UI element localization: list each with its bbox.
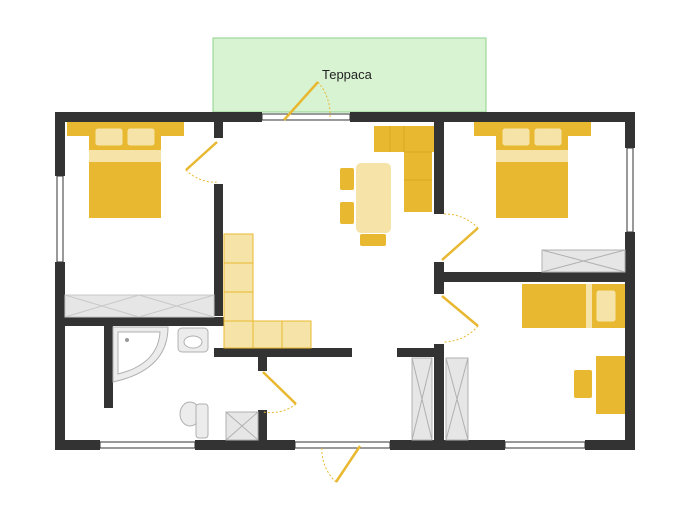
wall-bedroom2-bottom	[434, 272, 635, 282]
sofa-seams	[389, 126, 432, 181]
pillow-1a	[94, 127, 124, 147]
bathtub-inner	[117, 331, 161, 375]
pillow-2b	[533, 127, 563, 147]
door-bedroom1	[185, 141, 218, 171]
wall-bottom-right	[585, 440, 635, 450]
window-left	[56, 175, 64, 263]
single-bed-pillow	[595, 289, 617, 323]
wall-right-top	[625, 112, 635, 148]
counter-cell	[281, 320, 312, 349]
wardrobe-1-x	[64, 294, 215, 318]
desk	[596, 356, 625, 414]
door-entrance	[334, 445, 362, 483]
wall-bottom-left	[55, 440, 100, 450]
bedroom-2	[474, 122, 626, 273]
dining-table	[356, 163, 391, 233]
pillow-2a	[501, 127, 531, 147]
blanket-fold-1	[89, 150, 161, 162]
window-bottom-right	[504, 441, 586, 449]
chair-3	[360, 234, 386, 246]
nightstand-left	[67, 122, 91, 136]
chair-2	[340, 202, 354, 224]
window-bottom-left	[99, 441, 196, 449]
wall-bath-right-low	[258, 410, 267, 440]
counter-cell	[223, 291, 254, 322]
hall-closets	[411, 357, 469, 441]
door-bathroom	[262, 371, 297, 405]
chair-1	[340, 168, 354, 190]
nightstand-right	[160, 122, 184, 136]
bedroom-1	[64, 122, 215, 318]
laundry-cabinet-x	[225, 411, 259, 441]
door-entrance-arc	[321, 445, 337, 483]
wall-left-top	[55, 112, 65, 176]
door-bedroom2-arc	[443, 213, 479, 229]
pillow-1b	[126, 127, 156, 147]
interior-walls	[65, 122, 635, 440]
wall-bath-stub	[104, 326, 113, 408]
door-terrace	[283, 81, 319, 121]
wall-kitchen-bottom	[214, 348, 352, 357]
sink-bowl	[183, 335, 203, 349]
counter-cell	[223, 320, 254, 349]
window-right	[626, 147, 634, 233]
toilet-tank	[195, 403, 209, 439]
wall-bath-right	[258, 357, 267, 371]
desk-chair	[574, 370, 592, 398]
wall-bedroom1-right	[214, 184, 223, 316]
bedroom-3	[522, 284, 625, 414]
wall-hall-stub	[397, 348, 437, 357]
single-bed-blanket	[586, 284, 592, 328]
wall-bedroom2-left	[434, 122, 444, 214]
wardrobe-1	[64, 294, 215, 318]
nightstand-2a	[474, 122, 498, 136]
bathtub-drain	[125, 338, 129, 342]
wall-bedroom1-bottom	[65, 317, 225, 326]
wall-bedroom1-right-top	[214, 122, 223, 138]
wall-top-left	[55, 112, 262, 122]
door-bedroom2	[441, 227, 479, 261]
door-bedroom3-arc	[443, 325, 479, 343]
terrace: Терраса	[212, 37, 487, 113]
terrace-area	[212, 37, 487, 113]
wall-bottom-mid2	[390, 440, 505, 450]
wall-right-bottom	[625, 232, 635, 450]
blanket-fold-2	[496, 150, 568, 162]
nightstand-2b	[567, 122, 591, 136]
window-top	[261, 113, 351, 121]
wall-bottom-mid1	[195, 440, 295, 450]
outer-walls	[55, 112, 635, 450]
dresser-2-x	[541, 249, 626, 273]
kitchen-counter	[223, 233, 312, 349]
kitchen-living	[223, 126, 434, 349]
closet-b-x	[445, 357, 469, 441]
door-bedroom3	[441, 295, 479, 327]
door-bathroom-arc	[262, 403, 297, 414]
door-terrace-arc	[317, 81, 331, 119]
wall-left-bottom	[55, 262, 65, 450]
closet-a-x	[411, 357, 433, 441]
door-bedroom1-arc	[185, 169, 219, 183]
counter-cell	[223, 233, 254, 264]
bathroom	[112, 326, 259, 441]
terrace-label: Терраса	[322, 67, 373, 82]
counter-cell	[223, 262, 254, 293]
wall-bedroom3-left	[434, 344, 444, 440]
wall-top-mid	[350, 112, 635, 122]
doors	[185, 81, 479, 483]
window-bottom-mid	[294, 441, 391, 449]
windows	[56, 113, 634, 449]
counter-cell	[252, 320, 283, 349]
